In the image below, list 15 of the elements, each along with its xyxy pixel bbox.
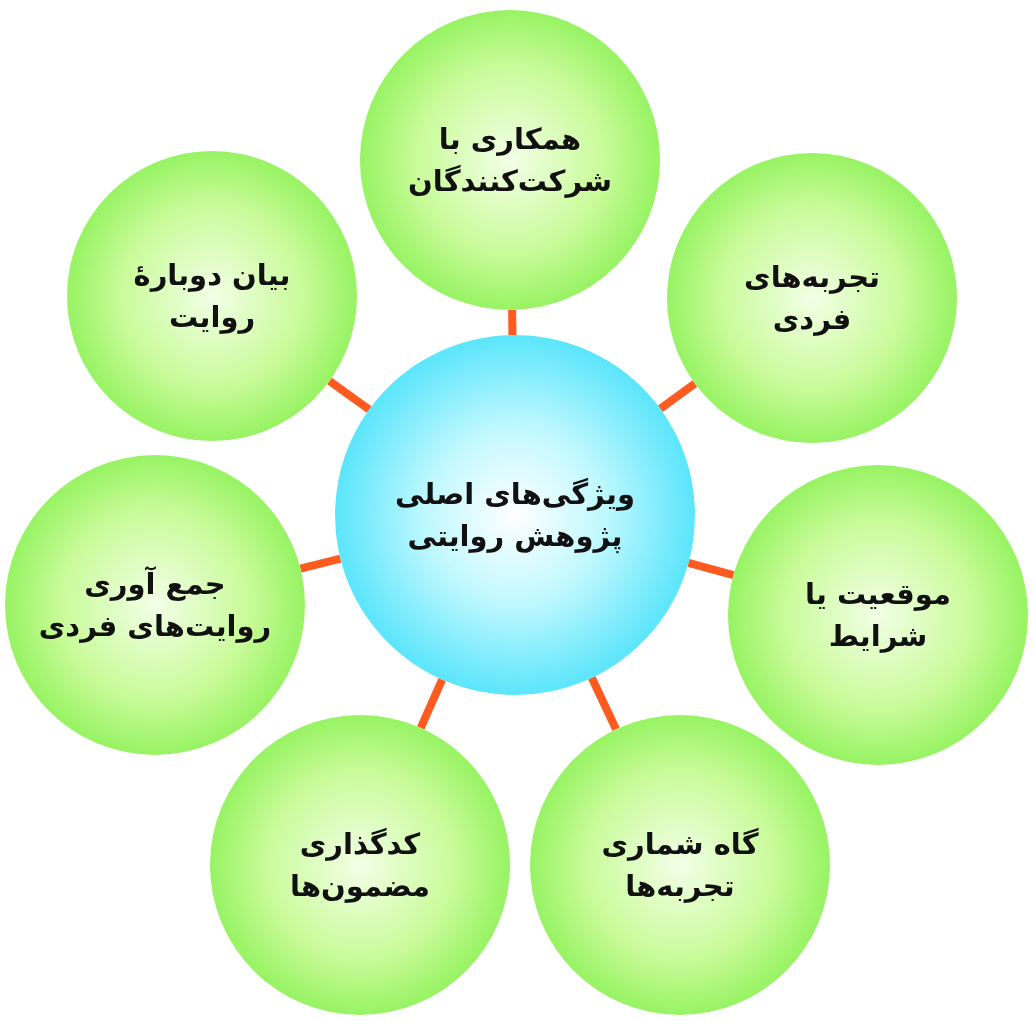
- circle-label: بیان دوبارهٔ روایت: [132, 256, 292, 336]
- circle-label: گاه شماری تجربه‌ها: [600, 825, 760, 905]
- circle-label: جمع آوری روایت‌های فردی: [37, 565, 273, 645]
- circle-label: موقعیت یا شرایط: [804, 575, 952, 655]
- connector-line: [687, 558, 735, 579]
- circle-label: همکاری با شرکت‌کنندگان: [407, 120, 613, 200]
- connector-line: [299, 554, 342, 573]
- connector-line: [417, 677, 446, 730]
- circle-label: کدگذاری مضمون‌ها: [289, 825, 431, 905]
- circle-label: ویژگی‌های اصلی پژوهش روایتی: [394, 475, 636, 556]
- connector-line: [657, 380, 698, 413]
- connector-line: [508, 309, 517, 336]
- connector-line: [327, 377, 372, 413]
- connector-line: [588, 676, 620, 732]
- circle-label: تجربه‌های فردی: [743, 258, 881, 338]
